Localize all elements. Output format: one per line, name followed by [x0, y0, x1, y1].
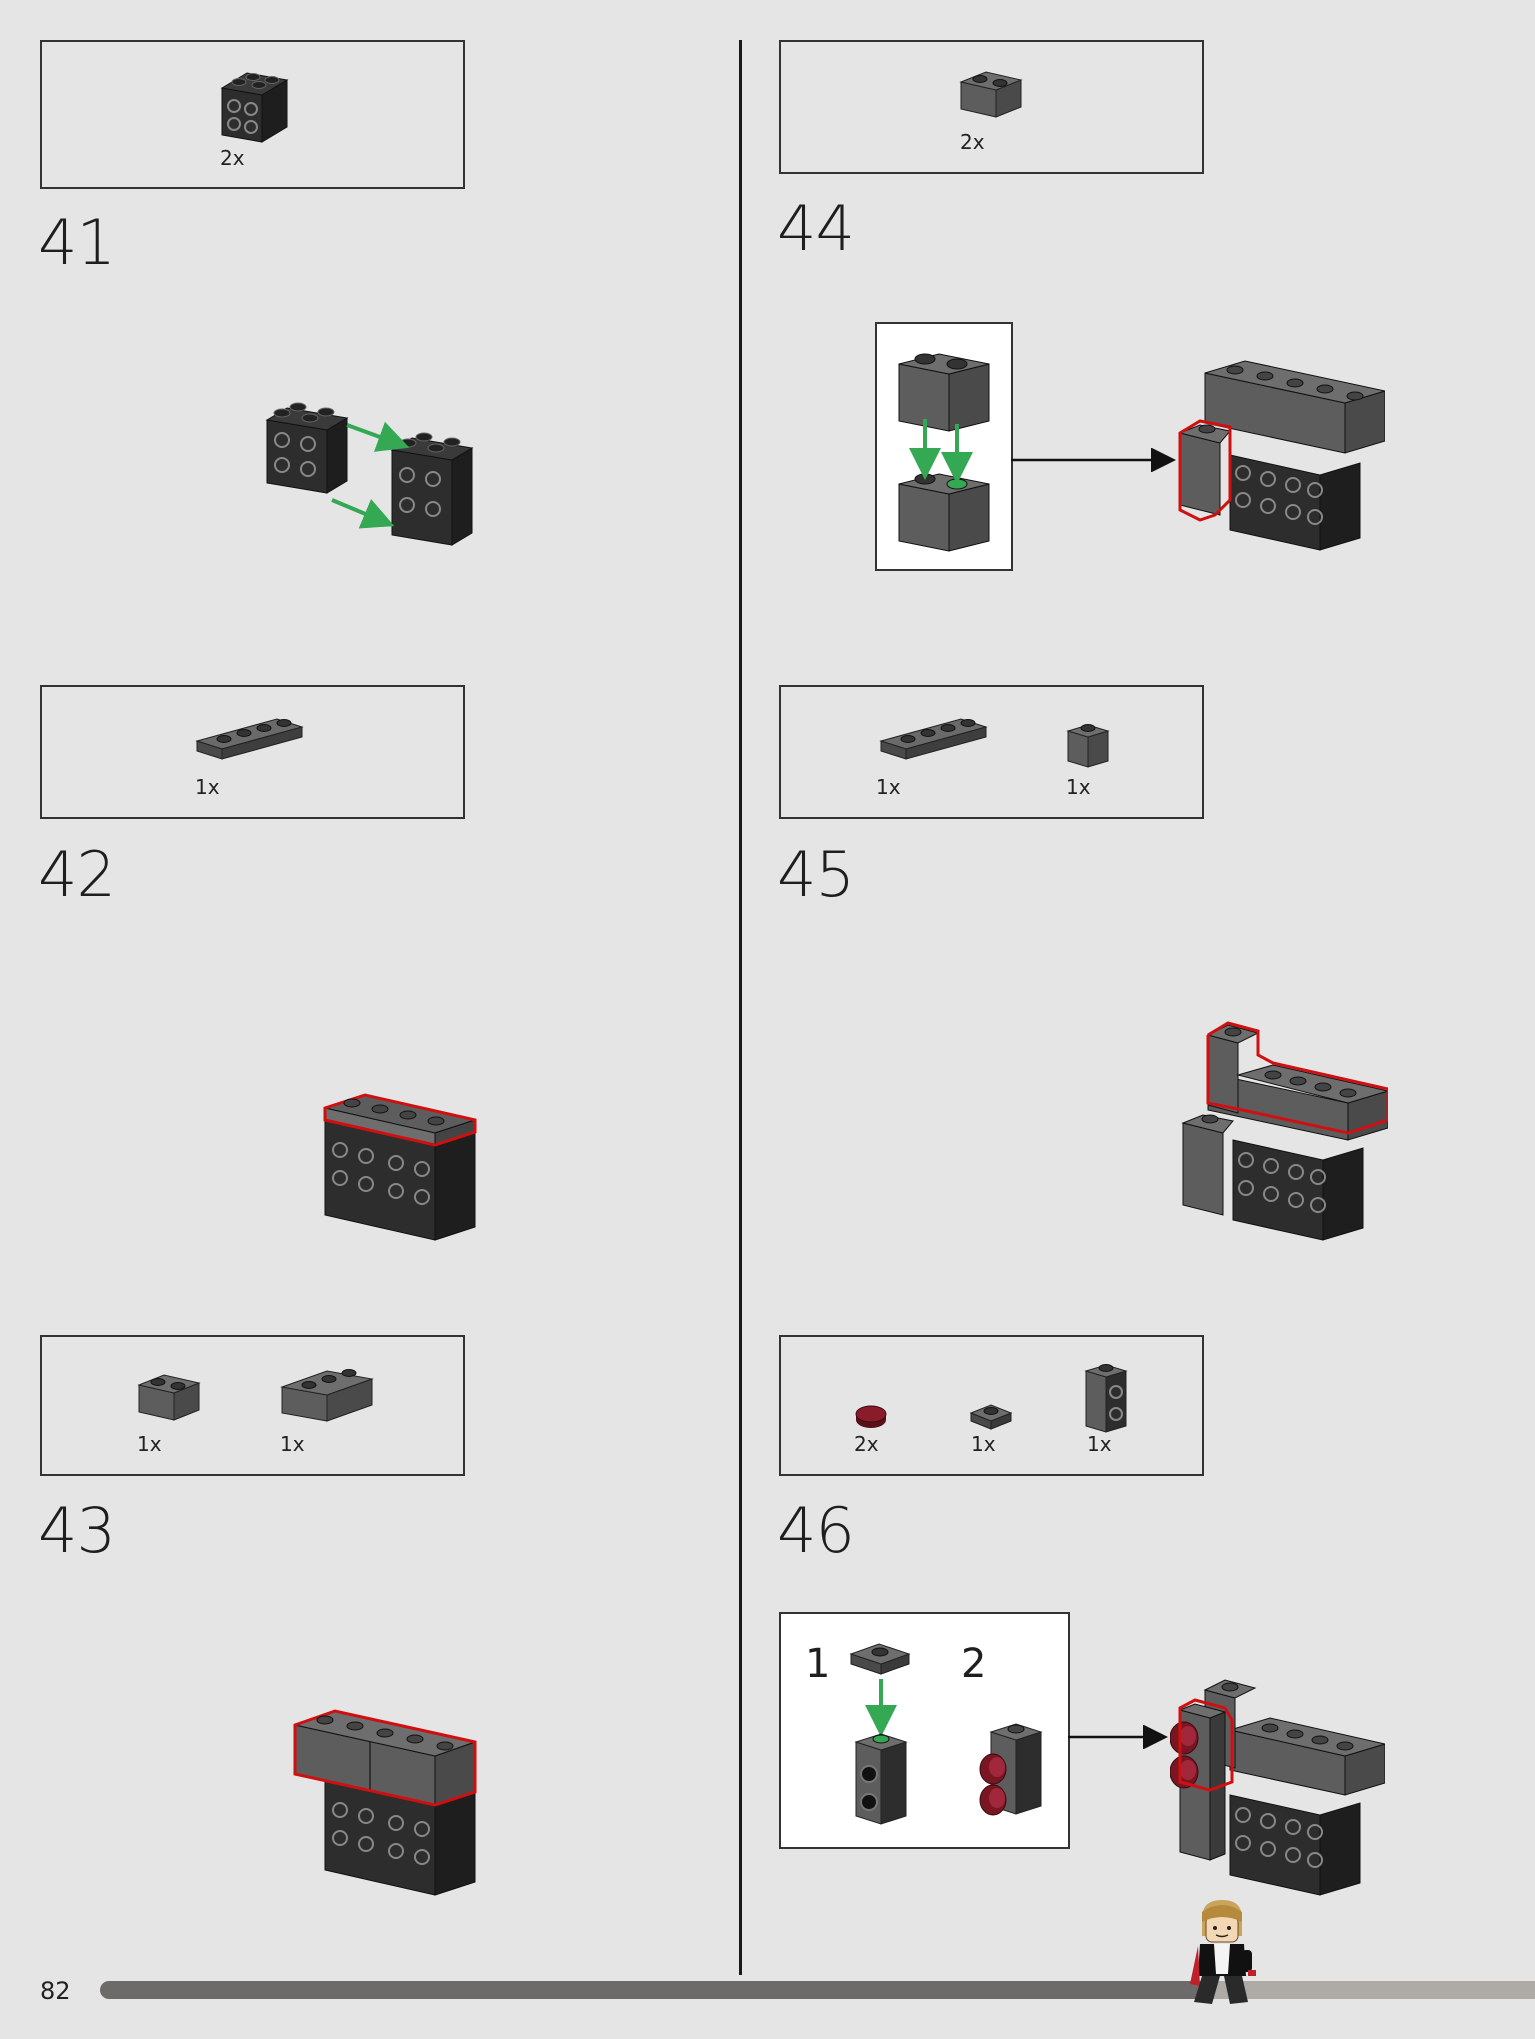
progress-bar-fill [100, 1981, 1205, 1999]
part-brick-1x1x2-side-studs [1084, 1364, 1128, 1433]
subassembly-illustration [849, 1643, 1043, 1825]
step-44-subassembly [875, 322, 1013, 571]
part-qty: 1x [137, 1432, 162, 1456]
part-round-tile-1x1 [855, 1405, 887, 1428]
part-qty: 1x [280, 1432, 305, 1456]
part-plate-1x1 [969, 1404, 1013, 1430]
part-brick-1x2 [137, 1374, 201, 1421]
step-42-illustration [323, 1093, 477, 1241]
part-qty: 1x [1087, 1432, 1112, 1456]
parts-callout-41: 2x [40, 40, 465, 189]
column-divider [739, 40, 742, 1975]
step-43-illustration [293, 1709, 477, 1896]
progress-bar [100, 1981, 1535, 1999]
parts-callout-45: 1x 1x [779, 685, 1204, 819]
parts-callout-44: 2x [779, 40, 1204, 174]
page-number: 82 [40, 1977, 71, 2005]
part-qty: 1x [1066, 775, 1091, 799]
parts-callout-43: 1x 1x [40, 1335, 465, 1476]
part-plate-1x4 [879, 718, 988, 760]
part-qty: 2x [960, 130, 985, 154]
step-44-arrow [1011, 448, 1176, 472]
parts-callout-46: 2x 1x 1x [779, 1335, 1204, 1476]
step-number-44: 44 [777, 192, 855, 265]
step-46-illustration [1170, 1679, 1385, 1896]
subassembly-illustration [898, 353, 990, 552]
part-brick-1x1 [1066, 724, 1110, 768]
part-brick-2x2-side-studs [220, 72, 289, 143]
step-number-42: 42 [38, 838, 116, 911]
step-46-subassembly: 1 2 [779, 1612, 1070, 1849]
step-number-41: 41 [38, 206, 116, 279]
substep-1: 1 [805, 1641, 831, 1687]
part-qty: 1x [195, 775, 220, 799]
part-plate-1x4 [195, 718, 304, 760]
part-qty: 1x [971, 1432, 996, 1456]
part-brick-1x3 [280, 1369, 374, 1422]
minifigure-icon [1190, 1900, 1256, 2004]
step-45-illustration [1181, 1021, 1388, 1241]
step-number-43: 43 [38, 1494, 116, 1567]
step-number-46: 46 [777, 1494, 855, 1567]
part-qty: 1x [876, 775, 901, 799]
step-41-illustration [265, 402, 474, 546]
part-qty: 2x [220, 146, 245, 170]
substep-2: 2 [961, 1641, 987, 1687]
part-qty: 2x [854, 1432, 879, 1456]
part-brick-1x2 [959, 71, 1023, 118]
step-44-illustration [1178, 360, 1385, 551]
step-number-45: 45 [777, 838, 855, 911]
step-46-arrow [1068, 1725, 1168, 1749]
parts-callout-42: 1x [40, 685, 465, 819]
